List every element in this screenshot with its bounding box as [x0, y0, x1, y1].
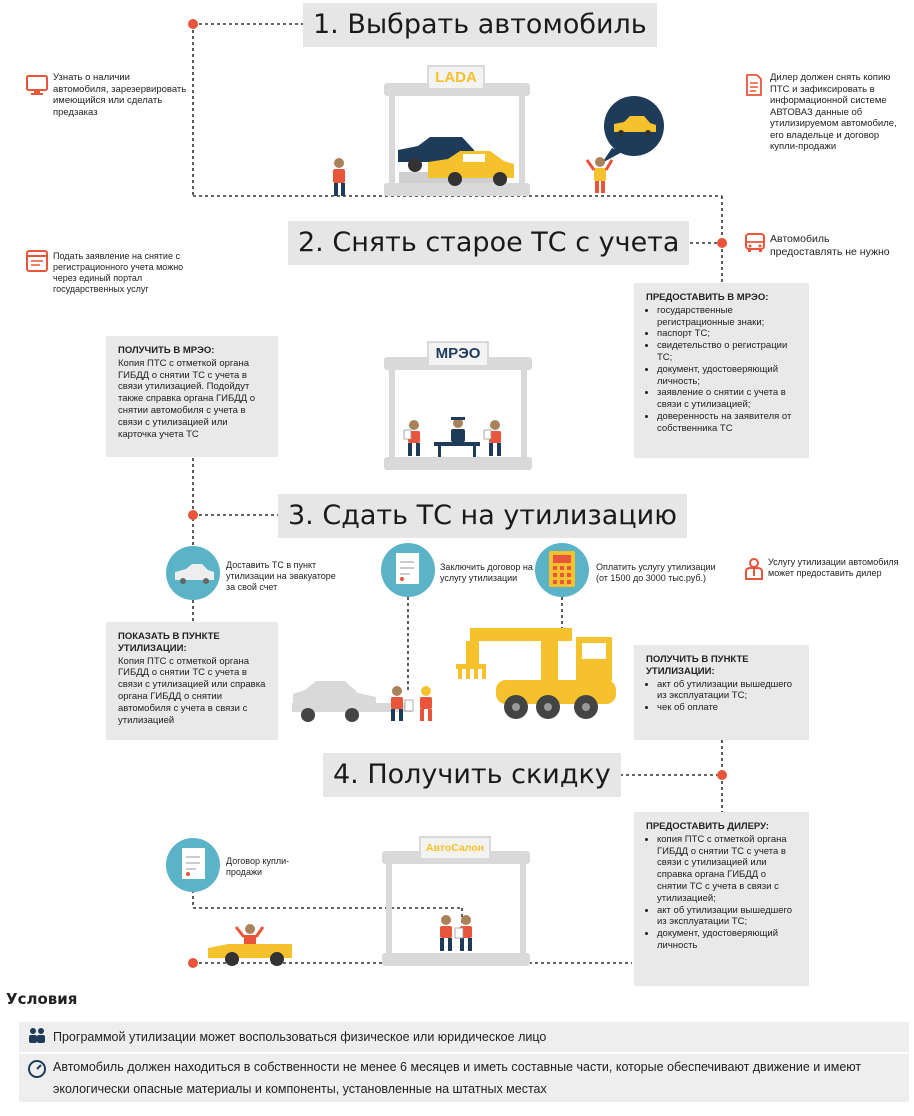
- contract-circle-icon: [381, 543, 435, 597]
- mreo-sign-label: МРЭО: [435, 345, 481, 362]
- recycling-show-box: ПОКАЗАТЬ В ПУНКТЕ УТИЛИЗАЦИИ: Копия ПТС …: [106, 622, 278, 740]
- dealer-provide-item: акт об утилизации вышедшего из эксплуата…: [657, 905, 797, 929]
- mreo-receive-box: ПОЛУЧИТЬ В МРЭО: Копия ПТС с отметкой ор…: [106, 336, 278, 457]
- dealer-provide-box: ПРЕДОСТАВИТЬ ДИЛЕРУ: копия ПТС с отметко…: [634, 812, 809, 986]
- condition-item: Автомобиль должен находиться в собственн…: [19, 1054, 909, 1102]
- people-icon: [29, 1028, 45, 1043]
- dealer-person-icon: [745, 558, 763, 580]
- step3-pay-note: Оплатить услугу утилизации (от 1500 до 3…: [596, 562, 716, 583]
- recycling-show-heading: ПОКАЗАТЬ В ПУНКТЕ УТИЛИЗАЦИИ:: [118, 631, 220, 654]
- dealer-provide-item: документ, удостоверяющий личность: [657, 928, 797, 952]
- dealer-provide-item: копия ПТС с отметкой органа ГИБДД о снят…: [657, 834, 797, 905]
- step3-deliver-note: Доставить ТС в пункт утилизации на эваку…: [226, 560, 336, 592]
- mreo-provide-item: паспорт ТС;: [657, 328, 797, 340]
- flow-dot: [188, 510, 198, 520]
- speech-bubble-icon: [602, 96, 664, 163]
- recycling-show-text: Копия ПТС с отметкой органа ГИБДД о снят…: [118, 655, 266, 726]
- step2-right-note: Автомобиль предоставлять не нужно: [770, 233, 890, 258]
- recycling-receive-heading: ПОЛУЧИТЬ В ПУНКТЕ УТИЛИЗАЦИИ:: [646, 654, 749, 677]
- mreo-provide-box: ПРЕДОСТАВИТЬ В МРЭО: государственные рег…: [634, 283, 809, 458]
- step-title-3: 3. Сдать ТС на утилизацию: [278, 494, 687, 538]
- monitor-icon: [26, 75, 48, 95]
- step1-left-note: Узнать о наличии автомобиля, зарезервиро…: [53, 72, 187, 118]
- car-circle-icon: [166, 546, 220, 600]
- browser-form-icon: [26, 250, 48, 272]
- step-title-2: 2. Снять старое ТС с учета: [288, 221, 690, 265]
- flow-dot: [188, 19, 198, 29]
- yellow-car-icon: [428, 151, 514, 186]
- contract-circle-icon: [166, 838, 220, 892]
- flow-line-step4: [192, 740, 723, 964]
- recycling-receive-item: акт об утилизации вышедшего из эксплуата…: [657, 679, 797, 703]
- condition-item: Программой утилизации может воспользоват…: [19, 1022, 909, 1052]
- step2-left-note: Подать заявление на снятие с регистрацио…: [53, 251, 184, 294]
- flow-dot: [717, 238, 727, 248]
- document-icon: [746, 74, 762, 96]
- mreo-provide-item: документ, удостоверяющий личность;: [657, 364, 797, 388]
- mreo-receive-text: Копия ПТС с отметкой органа ГИБДД о снят…: [118, 357, 256, 440]
- conditions-title: Условия: [6, 990, 78, 1008]
- person-icon: [333, 158, 345, 196]
- recycling-receive-box: ПОЛУЧИТЬ В ПУНКТЕ УТИЛИЗАЦИИ: акт об ути…: [634, 645, 809, 740]
- tow-truck-scene: [292, 681, 432, 722]
- condition-text: Программой утилизации может воспользоват…: [53, 1030, 547, 1044]
- mreo-provide-heading: ПРЕДОСТАВИТЬ В МРЭО:: [646, 292, 769, 303]
- mreo-building: [384, 341, 532, 470]
- mreo-provide-item: доверенность на заявителя от собственник…: [657, 411, 797, 435]
- step1-right-note: Дилер должен снять копию ПТС и зафиксиро…: [770, 72, 897, 152]
- excavator-icon: [456, 628, 616, 719]
- recycling-receive-item: чек об оплате: [657, 702, 797, 714]
- bus-icon: [745, 233, 765, 252]
- mreo-receive-heading: ПОЛУЧИТЬ В МРЭО:: [118, 345, 215, 356]
- step-title-4: 4. Получить скидку: [323, 753, 621, 797]
- step3-contract-note: Заключить договор на услугу утилизации: [440, 562, 533, 583]
- step-title-1: 1. Выбрать автомобиль: [303, 3, 657, 47]
- mreo-provide-item: свидетельство о регистрации ТС;: [657, 340, 797, 364]
- mreo-provide-item: государственные регистрационные знаки;: [657, 305, 797, 329]
- avtosalon-sign-label: АвтоСалон: [425, 842, 485, 854]
- step3-dealer-note: Услугу утилизации автомобиля может предо…: [768, 557, 899, 578]
- step4-contract-note: Договор купли-продажи: [226, 856, 290, 877]
- flow-dot: [188, 958, 198, 968]
- mreo-provide-item: заявление о снятии с учета в связи с ути…: [657, 387, 797, 411]
- cheering-person-icon: [585, 157, 614, 193]
- lada-sign-label: LADA: [435, 69, 477, 86]
- gauge-icon: [28, 1060, 46, 1078]
- dealer-provide-heading: ПРЕДОСТАВИТЬ ДИЛЕРУ:: [646, 821, 769, 832]
- avtosalon-building: [382, 836, 530, 966]
- flow-dot: [717, 770, 727, 780]
- calculator-circle-icon: [535, 543, 589, 597]
- yellow-car-with-person-icon: [208, 924, 292, 966]
- condition-text: Автомобиль должен находиться в собственн…: [53, 1060, 862, 1096]
